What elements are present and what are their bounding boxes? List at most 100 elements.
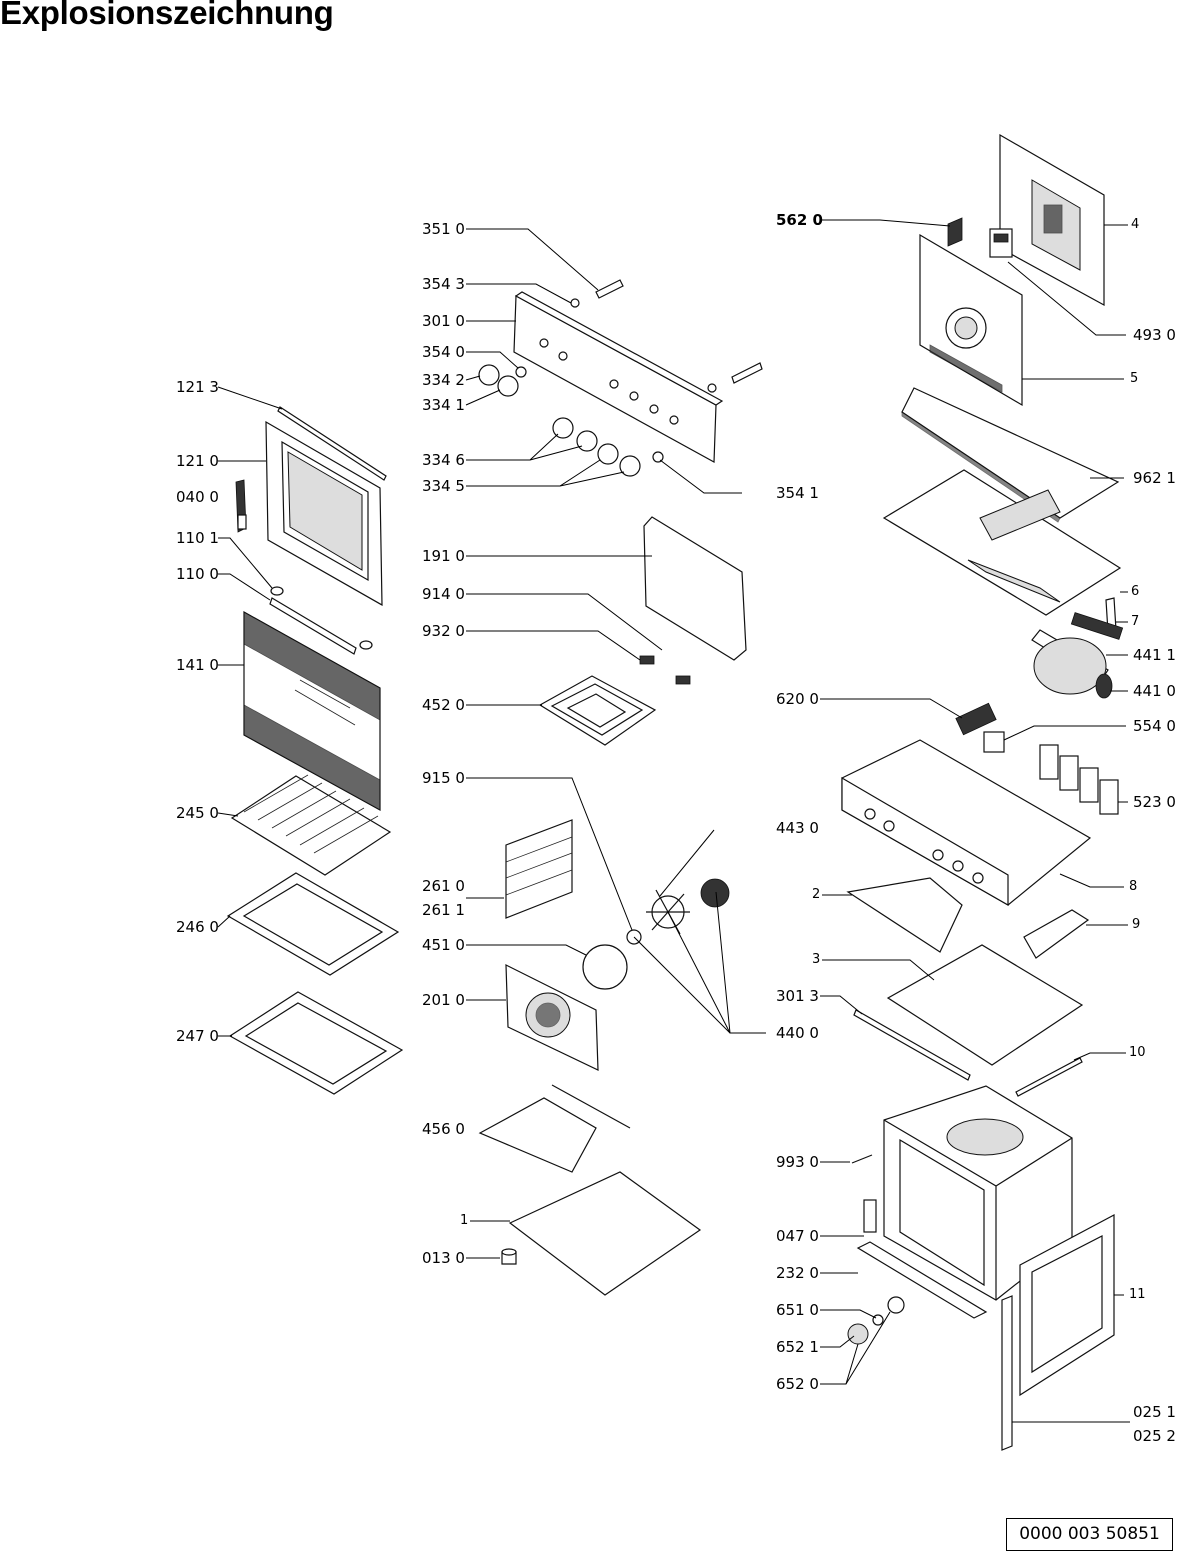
part-label-334-5: 334 5 bbox=[422, 477, 465, 495]
part-label-261-1: 261 1 bbox=[422, 901, 465, 919]
part-label-354-1: 354 1 bbox=[776, 484, 819, 502]
part-label-932-0: 932 0 bbox=[422, 622, 465, 640]
screw bbox=[851, 1154, 873, 1164]
part-label-025-2: 025 2 bbox=[1133, 1427, 1176, 1445]
part-label-8: 8 bbox=[1129, 879, 1138, 894]
switch-shaft bbox=[570, 279, 624, 308]
part-label-441-0: 441 0 bbox=[1133, 682, 1176, 700]
part-label-652-1: 652 1 bbox=[776, 1338, 819, 1356]
rear-cover-panel bbox=[999, 133, 1105, 307]
hinge-receiver bbox=[863, 1199, 877, 1233]
door-seal bbox=[643, 516, 747, 661]
part-label-5: 5 bbox=[1130, 371, 1139, 386]
part-label-110-0: 110 0 bbox=[176, 565, 219, 583]
top-cover bbox=[882, 469, 1122, 616]
part-label-247-0: 247 0 bbox=[176, 1027, 219, 1045]
part-label-914-0: 914 0 bbox=[422, 585, 465, 603]
part-label-10: 10 bbox=[1129, 1045, 1146, 1060]
side-trim-strip bbox=[1001, 1295, 1013, 1451]
door-hinge bbox=[235, 479, 247, 533]
part-label-261-0: 261 0 bbox=[422, 877, 465, 895]
part-label-452-0: 452 0 bbox=[422, 696, 465, 714]
part-label-047-0: 047 0 bbox=[776, 1227, 819, 1245]
ring-heating-element bbox=[582, 944, 628, 990]
part-label-440-0: 440 0 bbox=[776, 1024, 819, 1042]
convection-fan bbox=[626, 878, 730, 945]
part-label-554-0: 554 0 bbox=[1133, 717, 1176, 735]
part-label-2: 2 bbox=[812, 887, 821, 902]
rear-inner-panel bbox=[919, 233, 1023, 407]
part-label-9: 9 bbox=[1132, 917, 1141, 932]
part-label-354-3: 354 3 bbox=[422, 275, 465, 293]
part-label-025-1: 025 1 bbox=[1133, 1403, 1176, 1421]
part-label-201-0: 201 0 bbox=[422, 991, 465, 1009]
part-label-354-0: 354 0 bbox=[422, 343, 465, 361]
part-label-915-0: 915 0 bbox=[422, 769, 465, 787]
part-label-652-0: 652 0 bbox=[776, 1375, 819, 1393]
deep-tray bbox=[228, 991, 404, 1095]
side-rack-rails bbox=[505, 819, 573, 919]
part-label-493-0: 493 0 bbox=[1133, 326, 1176, 344]
part-label-456-0: 456 0 bbox=[422, 1120, 465, 1138]
rear-fan-cover bbox=[505, 964, 599, 1071]
support-rail bbox=[853, 1009, 971, 1081]
part-label-040-0: 040 0 bbox=[176, 488, 219, 506]
front-strip bbox=[856, 1241, 988, 1319]
part-label-334-6: 334 6 bbox=[422, 451, 465, 469]
terminal-block bbox=[955, 702, 997, 736]
part-label-7: 7 bbox=[1131, 614, 1140, 629]
leader-lines bbox=[217, 219, 1130, 1423]
part-label-301-3: 301 3 bbox=[776, 987, 819, 1005]
part-label-351-0: 351 0 bbox=[422, 220, 465, 238]
part-label-301-0: 301 0 bbox=[422, 312, 465, 330]
part-label-1: 1 bbox=[460, 1213, 469, 1228]
part-label-11: 11 bbox=[1129, 1287, 1146, 1302]
door-handle bbox=[269, 586, 373, 655]
side-panel bbox=[1019, 1214, 1115, 1397]
grill-heating-element bbox=[538, 655, 691, 746]
part-label-523-0: 523 0 bbox=[1133, 793, 1176, 811]
door-trim-strip bbox=[277, 406, 387, 481]
small-bracket bbox=[947, 217, 963, 247]
part-label-110-1: 110 1 bbox=[176, 529, 219, 547]
page-title: Explosionszeichnung bbox=[0, 0, 334, 31]
part-label-562-0: 562 0 bbox=[776, 211, 823, 229]
inner-door-frame bbox=[265, 420, 383, 607]
part-label-6: 6 bbox=[1131, 584, 1140, 599]
control-housing bbox=[841, 739, 1092, 907]
mounting-bracket bbox=[846, 877, 963, 953]
part-label-191-0: 191 0 bbox=[422, 547, 465, 565]
part-label-141-0: 141 0 bbox=[176, 656, 219, 674]
thermostat bbox=[983, 731, 1005, 753]
part-label-962-1: 962 1 bbox=[1133, 469, 1176, 487]
part-label-620-0: 620 0 bbox=[776, 690, 819, 708]
selector-switches bbox=[1039, 744, 1119, 815]
outer-door-glass bbox=[243, 610, 381, 812]
cooling-fan-motor bbox=[1031, 612, 1124, 699]
control-panel bbox=[513, 291, 763, 463]
part-label-232-0: 232 0 bbox=[776, 1264, 819, 1282]
cover-strip bbox=[1023, 909, 1090, 959]
wire-rack bbox=[230, 774, 392, 876]
part-label-334-1: 334 1 bbox=[422, 396, 465, 414]
bottom-plate bbox=[508, 1171, 702, 1296]
oven-lamp bbox=[847, 1296, 905, 1345]
bottom-heating-element bbox=[478, 1084, 631, 1173]
part-label-443-0: 443 0 bbox=[776, 819, 819, 837]
part-label-121-0: 121 0 bbox=[176, 452, 219, 470]
rod bbox=[1015, 1057, 1083, 1097]
document-number: 0000 003 50851 bbox=[1006, 1518, 1173, 1551]
part-label-013-0: 013 0 bbox=[422, 1249, 465, 1267]
part-label-246-0: 246 0 bbox=[176, 918, 219, 936]
part-label-121-3: 121 3 bbox=[176, 378, 219, 396]
part-label-245-0: 245 0 bbox=[176, 804, 219, 822]
part-label-651-0: 651 0 bbox=[776, 1301, 819, 1319]
oven-cavity-housing bbox=[883, 1085, 1073, 1301]
part-label-993-0: 993 0 bbox=[776, 1153, 819, 1171]
foot bbox=[501, 1248, 517, 1265]
part-label-334-2: 334 2 bbox=[422, 371, 465, 389]
part-label-441-1: 441 1 bbox=[1133, 646, 1176, 664]
part-label-451-0: 451 0 bbox=[422, 936, 465, 954]
insulation-mat bbox=[901, 387, 1120, 523]
